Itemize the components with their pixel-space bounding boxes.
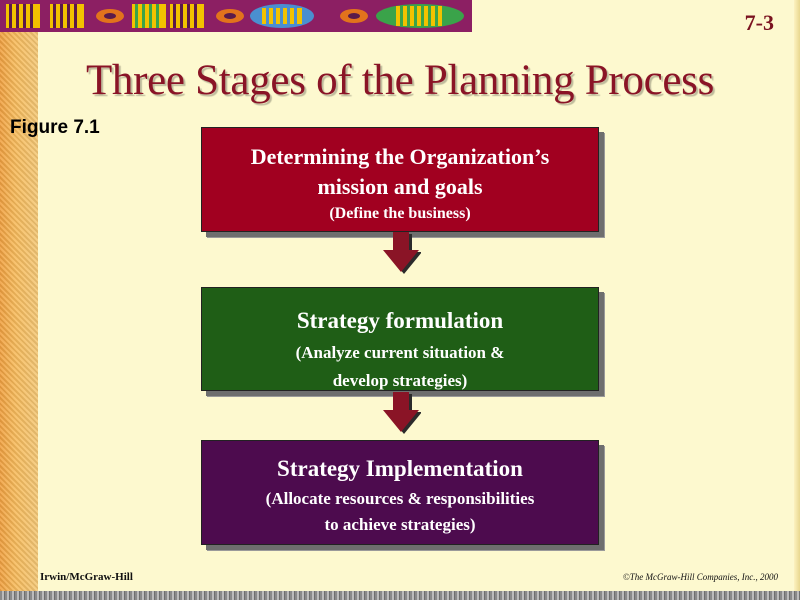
decorative-pattern-banner	[0, 0, 472, 32]
right-decorative-band	[794, 0, 800, 600]
stage-2-subtitle-line-1: (Analyze current situation &	[295, 343, 505, 362]
stage-box-mission-goals: Determining the Organization’s mission a…	[201, 127, 599, 232]
stage-2-title: Strategy formulation	[296, 308, 504, 333]
footer-publisher: Irwin/McGraw-Hill	[40, 571, 133, 583]
left-decorative-band	[0, 0, 38, 600]
slide-title: Three Stages of the Planning Process	[85, 57, 715, 104]
stage-1-title-line-2: mission and goals	[317, 174, 483, 199]
footer-copyright: ©The McGraw-Hill Companies, Inc., 2000	[622, 572, 778, 582]
stage-3-subtitle-line-1: (Allocate resources & responsibilities	[265, 489, 535, 508]
stage-1-title-line-1: Determining the Organization’s	[250, 144, 550, 169]
stage-box-strategy-implementation: Strategy Implementation (Allocate resour…	[201, 440, 599, 545]
slide-number: 7-3	[744, 10, 774, 35]
down-arrow-icon	[383, 232, 421, 274]
stage-2-subtitle-line-2: develop strategies)	[332, 371, 468, 390]
stage-3-subtitle-line-2: to achieve strategies)	[324, 515, 476, 534]
figure-label: Figure 7.1	[10, 117, 100, 138]
stage-box-strategy-formulation: Strategy formulation (Analyze current si…	[201, 287, 599, 391]
bottom-decorative-band	[0, 591, 800, 600]
stage-1-subtitle: (Define the business)	[329, 205, 471, 222]
stage-3-title: Strategy Implementation	[277, 456, 523, 481]
down-arrow-icon	[383, 392, 421, 434]
